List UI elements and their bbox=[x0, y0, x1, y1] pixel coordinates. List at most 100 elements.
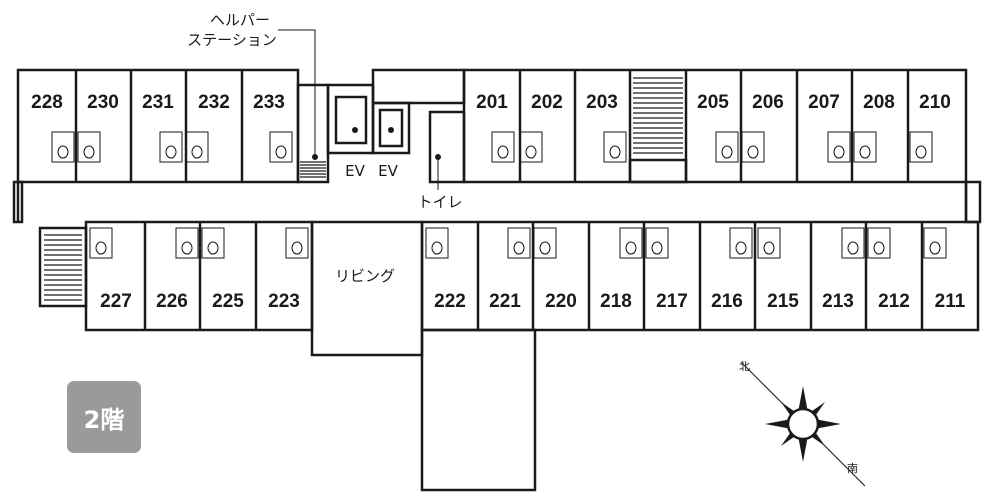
toilet-fixture bbox=[833, 145, 845, 159]
bathroom-unit bbox=[741, 131, 765, 163]
stair-west bbox=[38, 226, 88, 308]
toilet-fixture bbox=[873, 241, 885, 255]
bathroom-unit bbox=[519, 131, 543, 163]
bathroom-unit bbox=[619, 227, 643, 259]
room-230: 230 bbox=[87, 92, 119, 113]
toilet-fixture bbox=[431, 241, 443, 255]
helper-marker bbox=[312, 154, 318, 160]
room-211: 211 bbox=[935, 291, 966, 312]
bathroom-unit bbox=[159, 131, 183, 163]
bathroom-unit bbox=[757, 227, 781, 259]
east-window bbox=[964, 180, 982, 224]
floor-badge: 2階 bbox=[67, 381, 141, 453]
bathroom-unit bbox=[89, 227, 113, 259]
compass-center bbox=[786, 407, 820, 441]
room-221: 221 bbox=[489, 291, 521, 312]
room-203: 203 bbox=[586, 92, 618, 113]
toilet-fixture bbox=[275, 145, 287, 159]
bathroom-unit bbox=[729, 227, 753, 259]
room-232: 232 bbox=[198, 92, 230, 113]
helper-leader-line bbox=[278, 29, 316, 157]
toilet-fixture bbox=[513, 241, 525, 255]
bathroom-unit bbox=[51, 131, 75, 163]
toilet-fixture bbox=[735, 241, 747, 255]
toilet-fixture bbox=[747, 145, 759, 159]
toilet-fixture bbox=[525, 145, 537, 159]
bathroom-unit bbox=[507, 227, 531, 259]
bathroom-unit bbox=[77, 131, 101, 163]
toilet-fixture bbox=[721, 145, 733, 159]
bathroom-unit bbox=[909, 131, 933, 163]
bathroom-unit bbox=[491, 131, 515, 163]
room-222: 222 bbox=[434, 291, 466, 312]
toilet-label: トイレ bbox=[417, 193, 462, 211]
bathroom-unit bbox=[715, 131, 739, 163]
top-left-room-block bbox=[16, 68, 300, 184]
toilet-fixture bbox=[95, 241, 107, 255]
ev2-label: EV bbox=[378, 162, 398, 180]
helper-station-label-line1: ヘルパー bbox=[210, 11, 270, 29]
bathroom-unit bbox=[285, 227, 309, 259]
room-228: 228 bbox=[31, 92, 63, 113]
bathroom-fixtures bbox=[51, 131, 947, 259]
bathroom-unit bbox=[175, 227, 199, 259]
bathroom-unit bbox=[269, 131, 293, 163]
room-212: 212 bbox=[878, 291, 910, 312]
compass-north-label: 北 bbox=[739, 360, 750, 373]
room-213: 213 bbox=[822, 291, 854, 312]
walls bbox=[12, 68, 982, 492]
toilet-fixture bbox=[651, 241, 663, 255]
bathroom-unit bbox=[827, 131, 851, 163]
toilet-fixture bbox=[847, 241, 859, 255]
helper-station-label-line2: ステーション bbox=[187, 31, 277, 49]
toilet-fixture bbox=[859, 145, 871, 159]
toilet-fixture bbox=[625, 241, 637, 255]
bathroom-unit bbox=[425, 227, 449, 259]
toilet-fixture bbox=[181, 241, 193, 255]
south-annex bbox=[420, 328, 537, 492]
room-208: 208 bbox=[863, 92, 895, 113]
bathroom-unit bbox=[533, 227, 557, 259]
living-room bbox=[310, 220, 424, 357]
toilet-fixture bbox=[497, 145, 509, 159]
compass-south-label: 南 bbox=[847, 462, 858, 475]
room-231: 231 bbox=[142, 92, 174, 113]
room-223: 223 bbox=[268, 291, 300, 312]
elevator-1-car bbox=[334, 95, 368, 145]
top-right-room-block bbox=[462, 68, 968, 184]
toilet-fixture bbox=[763, 241, 775, 255]
elevator-2-car bbox=[378, 108, 404, 148]
ev1-label: EV bbox=[345, 162, 365, 180]
bathroom-unit bbox=[853, 131, 877, 163]
compass-rose: 北 南 bbox=[739, 360, 866, 487]
toilet-fixture bbox=[609, 145, 621, 159]
room-215: 215 bbox=[767, 291, 799, 312]
room-210: 210 bbox=[919, 92, 951, 113]
room-233: 233 bbox=[253, 92, 285, 113]
toilet-fixture bbox=[539, 241, 551, 255]
toilet-fixture bbox=[83, 145, 95, 159]
room-207: 207 bbox=[808, 92, 840, 113]
room-220: 220 bbox=[545, 291, 577, 312]
room-206: 206 bbox=[752, 92, 784, 113]
room-226: 226 bbox=[156, 291, 188, 312]
room-201: 201 bbox=[476, 92, 508, 113]
bathroom-unit bbox=[185, 131, 209, 163]
bathroom-unit bbox=[841, 227, 865, 259]
west-window bbox=[12, 180, 24, 224]
room-225: 225 bbox=[212, 291, 244, 312]
room-216: 216 bbox=[711, 291, 743, 312]
toilet-room bbox=[428, 110, 466, 184]
stair-treads bbox=[44, 77, 683, 301]
toilet-fixture bbox=[929, 241, 941, 255]
bathroom-unit bbox=[603, 131, 627, 163]
toilet-fixture bbox=[915, 145, 927, 159]
bathroom-unit bbox=[201, 227, 225, 259]
bathroom-unit bbox=[645, 227, 669, 259]
bathroom-unit bbox=[923, 227, 947, 259]
ev1-marker bbox=[352, 127, 358, 133]
room-205: 205 bbox=[697, 92, 729, 113]
service-room bbox=[371, 68, 466, 105]
room-202: 202 bbox=[531, 92, 563, 113]
